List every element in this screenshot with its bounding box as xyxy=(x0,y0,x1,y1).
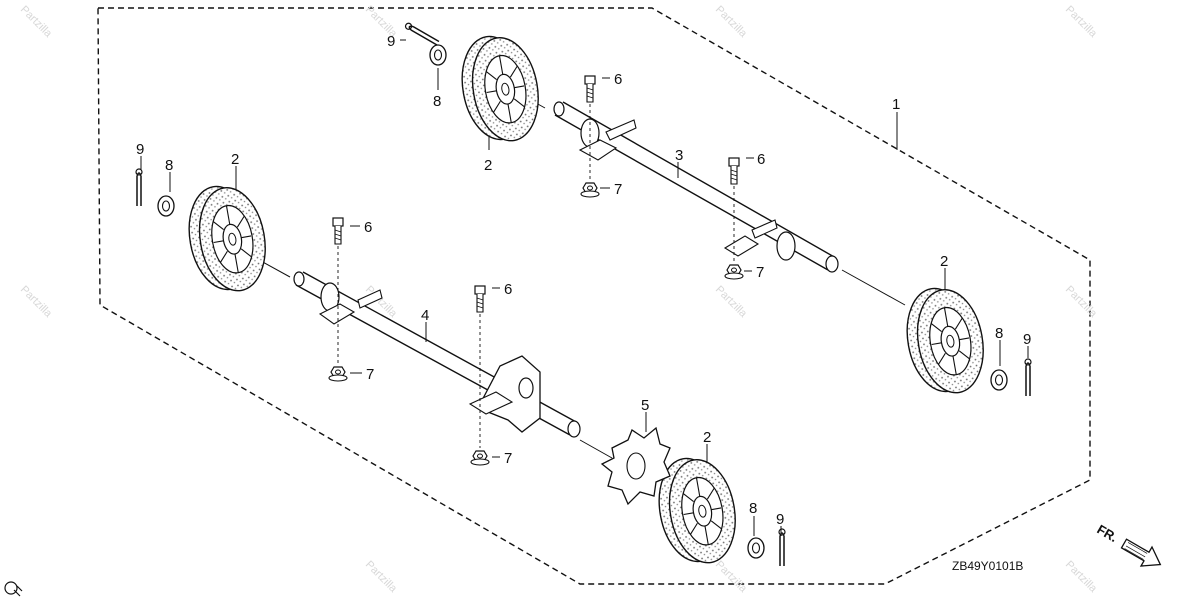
callout-9: 9 xyxy=(776,511,784,528)
nut-icon xyxy=(328,366,348,382)
svg-text:Partzilla: Partzilla xyxy=(18,4,55,41)
axle-icon xyxy=(293,271,581,438)
callout-9: 9 xyxy=(1023,331,1031,348)
callout-6: 6 xyxy=(504,281,512,298)
washer-icon xyxy=(747,537,765,559)
callout-9: 9 xyxy=(387,33,395,50)
callout-2: 2 xyxy=(940,253,948,270)
corner-mark-icon xyxy=(4,581,23,597)
svg-text:Partzilla: Partzilla xyxy=(1063,4,1100,41)
svg-text:Partzilla: Partzilla xyxy=(713,4,750,41)
cotter-pin-icon xyxy=(1024,358,1032,397)
callout-9: 9 xyxy=(136,141,144,158)
drawing-code: ZB49Y0101B xyxy=(952,559,1023,573)
callout-6: 6 xyxy=(757,151,765,168)
svg-text:Partzilla: Partzilla xyxy=(1063,559,1100,596)
cotter-pin-icon xyxy=(403,21,441,47)
callout-3: 3 xyxy=(675,147,683,164)
front-arrow-icon: FR. xyxy=(1095,522,1162,567)
callout-8: 8 xyxy=(165,157,173,174)
washer-icon xyxy=(157,195,175,217)
callout-6: 6 xyxy=(364,219,372,236)
callout-8: 8 xyxy=(749,500,757,517)
callout-8: 8 xyxy=(433,93,441,110)
nut-icon xyxy=(580,182,600,198)
svg-text:Partzilla: Partzilla xyxy=(18,284,55,321)
cotter-pin-icon xyxy=(778,528,786,567)
callout-8: 8 xyxy=(995,325,1003,342)
plate-icon xyxy=(600,426,671,506)
callout-7: 7 xyxy=(756,264,764,281)
callout-4: 4 xyxy=(421,307,429,324)
svg-text:Partzilla: Partzilla xyxy=(363,559,400,596)
callout-1: 1 xyxy=(892,96,900,113)
bolt-icon xyxy=(584,75,596,103)
washer-icon xyxy=(429,44,447,66)
callout-7: 7 xyxy=(614,181,622,198)
assembly-outline xyxy=(97,7,1091,585)
cotter-pin-icon xyxy=(135,168,143,207)
callout-7: 7 xyxy=(504,450,512,467)
callout-2: 2 xyxy=(703,429,711,446)
callout-2: 2 xyxy=(484,157,492,174)
bolt-icon xyxy=(728,157,740,185)
svg-text:Partzilla: Partzilla xyxy=(1063,284,1100,321)
wheel-icon xyxy=(453,28,547,149)
bolt-icon xyxy=(332,217,344,245)
nut-icon xyxy=(724,264,744,280)
wheel-icon xyxy=(180,178,274,299)
callout-7: 7 xyxy=(366,366,374,383)
axle-icon xyxy=(553,101,839,273)
svg-text:Partzilla: Partzilla xyxy=(713,284,750,321)
callout-2: 2 xyxy=(231,151,239,168)
front-label: FR. xyxy=(1095,522,1121,545)
leader-lines xyxy=(140,39,1029,536)
callout-5: 5 xyxy=(641,397,649,414)
bolt-icon xyxy=(474,285,486,313)
callout-6: 6 xyxy=(614,71,622,88)
wheel-icon xyxy=(898,280,992,401)
svg-text:Partzilla: Partzilla xyxy=(713,559,750,596)
nut-icon xyxy=(470,450,490,466)
washer-icon xyxy=(990,369,1008,391)
